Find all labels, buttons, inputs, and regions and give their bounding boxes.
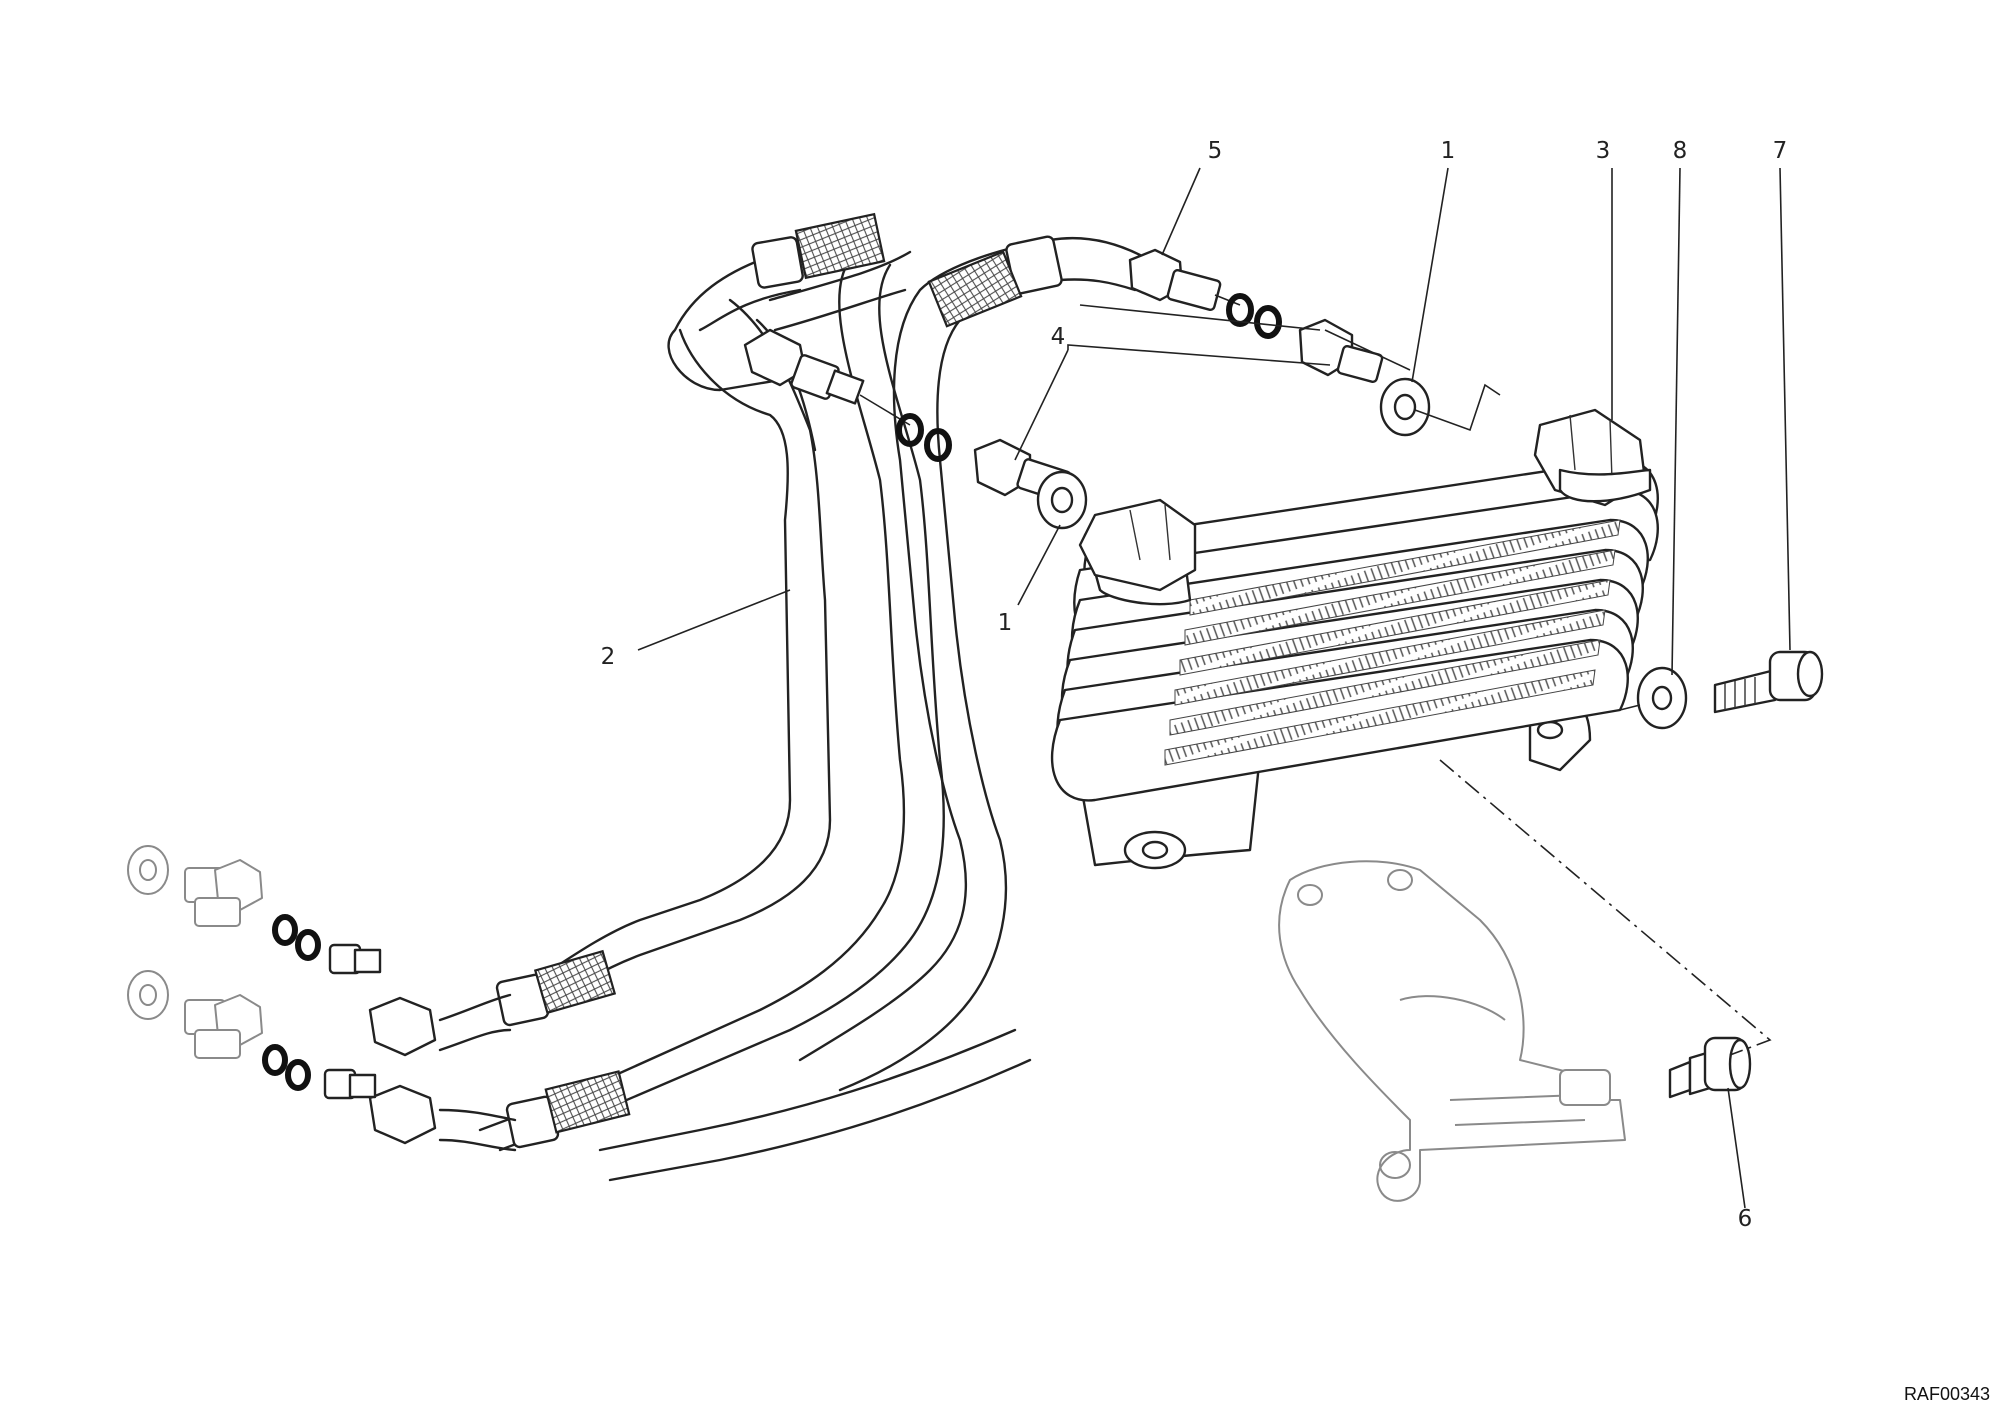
upper-left-fittings (743, 328, 1088, 530)
assembly-lines (1079, 304, 1772, 1056)
washer-8 (1636, 666, 1688, 730)
mounting-bracket-ghost (1278, 860, 1626, 1202)
callout-1-middle: 1 (998, 610, 1013, 636)
callout-1-top: 1 (1441, 138, 1456, 164)
lower-left-fittings-lower (127, 970, 377, 1100)
lower-left-fittings-upper (127, 845, 382, 975)
upper-right-fittings (1128, 248, 1431, 437)
oil-cooler (1050, 408, 1659, 870)
callout-4: 4 (1051, 324, 1066, 350)
leader-lines (637, 167, 1791, 1209)
lower-hose-ends (368, 949, 631, 1152)
callout-5: 5 (1208, 138, 1223, 164)
bolt-7 (1713, 650, 1824, 714)
oil-hose-2 (518, 248, 912, 1012)
callout-labels: 5 1 3 8 7 4 1 2 6 (601, 138, 1788, 1232)
callout-8: 8 (1673, 138, 1688, 164)
bolt-6 (1668, 1036, 1752, 1099)
callout-6: 6 (1738, 1206, 1753, 1232)
hose-crimp-sleeves-upper (751, 212, 1063, 328)
drawing-code: RAF00343 (1904, 1384, 1990, 1404)
callout-3: 3 (1596, 138, 1611, 164)
oil-hose-middle (478, 258, 945, 1152)
callout-2: 2 (601, 644, 616, 670)
callout-7: 7 (1773, 138, 1788, 164)
